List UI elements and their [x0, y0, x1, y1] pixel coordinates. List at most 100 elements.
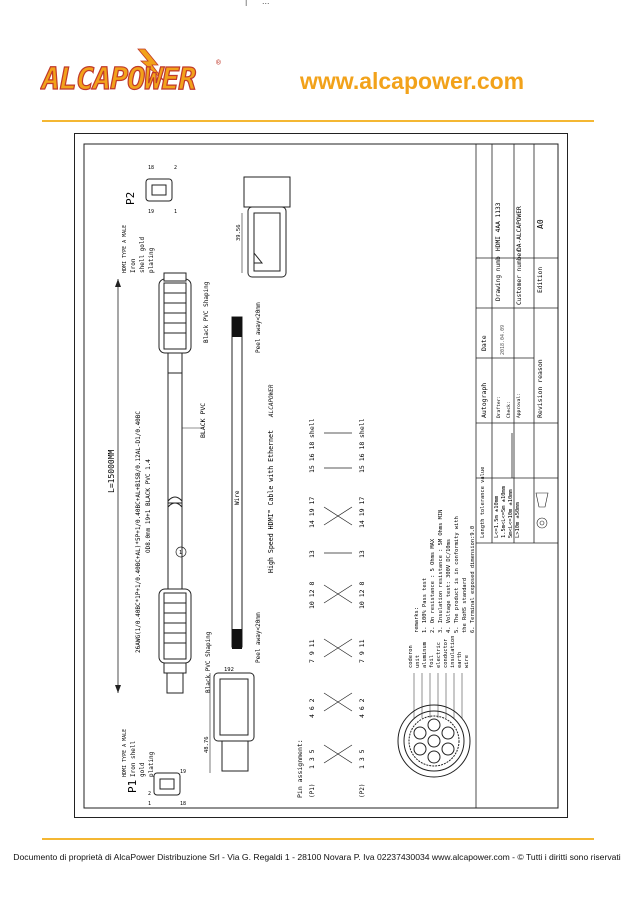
tolerance-title: Length tolerance value: [480, 467, 486, 538]
projection-cone-icon: [535, 492, 549, 508]
customer-number-value: DA-ALCAPOWER: [516, 206, 523, 251]
technical-drawing: L=15000MM 26AWG(1/0.40BC*1P+1/0.40BC+AL)…: [74, 133, 568, 818]
pin-row-p2: (P2): [359, 784, 366, 798]
date-value: 2018.04.09: [500, 325, 506, 355]
shell-label-1b: gold: [139, 762, 146, 777]
shell-label-2b: shell gold: [139, 236, 146, 273]
black-pvc-label: BLACK PVC: [199, 403, 207, 438]
svg-text:unit: unit: [415, 655, 421, 668]
p1-pin-19: 19: [180, 769, 186, 775]
p1-pin-1: 1: [148, 801, 151, 807]
cable-cross-section: coderon unit aluminum foil electric cond…: [397, 636, 471, 778]
date-label: Date: [480, 335, 488, 351]
svg-text:10 12 8: 10 12 8: [308, 582, 316, 609]
footer-rule: [42, 838, 594, 840]
svg-text:conductor: conductor: [443, 638, 449, 668]
logo-bolt: [137, 48, 165, 82]
p2-pin-1: 1: [174, 209, 177, 215]
wire-label: Wire: [234, 490, 241, 505]
shaping-label-1: Black PVC Shaping: [205, 631, 212, 693]
alcapower-logo: ALCAPOWER ®: [40, 48, 221, 98]
center-title: High Speed HDMI™ Cable with Ethernet: [267, 430, 275, 573]
callout-1: [175, 546, 187, 558]
svg-text:foil: foil: [429, 655, 435, 668]
drawing-number-value: HDMI 4AA 1133: [495, 202, 502, 251]
peel-label-1: Peel away<20mm: [255, 612, 262, 663]
svg-text:1. 100% Pass test: 1. 100% Pass test: [422, 578, 428, 633]
svg-text:5m<L<=10m ±10mm: 5m<L<=10m ±10mm: [508, 489, 514, 538]
svg-text:L>10m ±50mm: L>10m ±50mm: [515, 502, 521, 538]
p1-label: P1: [126, 780, 139, 793]
svg-text:7 9 11: 7 9 11: [308, 639, 316, 663]
edition-label: Edition: [537, 267, 544, 293]
svg-text:15 16 18: 15 16 18: [358, 442, 366, 473]
footer-text: Documento di proprietà di AlcaPower Dist…: [13, 852, 621, 862]
pin-row-p1: (P1): [309, 784, 316, 798]
svg-text:Drafter:: Drafter:: [496, 396, 502, 418]
svg-text:4 6 2: 4 6 2: [358, 698, 366, 718]
logo-registered: ®: [216, 58, 221, 67]
svg-text:13: 13: [358, 550, 366, 558]
svg-text:1 3 5: 1 3 5: [308, 749, 316, 769]
hdmi-male-label-2: HDMI TYPE A MALE: [122, 225, 128, 273]
p2-pin-2: 2: [174, 165, 177, 171]
svg-text:insulation: insulation: [450, 636, 456, 668]
svg-text:shell: shell: [358, 418, 366, 438]
dim-right: 39.56: [236, 224, 242, 241]
peel-label-2: Peel away<20mm: [255, 302, 262, 353]
dim-width: 48.76: [204, 736, 210, 753]
svg-text:5. The product is in conformit: 5. The product is in conformity with: [454, 516, 460, 633]
shell-label-1a: Iron shell: [130, 740, 137, 777]
logo-text: ALCAPOWER: [40, 62, 196, 97]
customer-number-label: Customer number: [516, 249, 523, 305]
svg-text:2. On resistance : 5 Ohms MAX: 2. On resistance : 5 Ohms MAX: [430, 538, 436, 633]
svg-text:coderon: coderon: [408, 645, 414, 668]
svg-text:aluminum: aluminum: [422, 642, 428, 668]
projection-circle-icon: [536, 517, 548, 529]
p1-pin-2: 2: [148, 791, 151, 797]
svg-text:10 12 8: 10 12 8: [358, 582, 366, 609]
p1-pin-18: 18: [180, 801, 186, 807]
svg-text:14 19 17: 14 19 17: [358, 497, 366, 528]
svg-text:6. Terminal exposed dimension:: 6. Terminal exposed dimension:9.0: [470, 526, 476, 633]
svg-text:1.5m<L<=5m ±10mm: 1.5m<L<=5m ±10mm: [501, 486, 507, 538]
website-link[interactable]: www.alcapower.com: [300, 68, 525, 94]
shell-label-1c: plating: [148, 751, 155, 777]
shell-label-2c: plating: [148, 247, 155, 273]
svg-text:shell: shell: [308, 418, 316, 438]
remarks-block: remarks: 1. 100% Pass test 2. On resista…: [414, 510, 476, 633]
svg-text:7 9 11: 7 9 11: [358, 639, 366, 663]
svg-text:1 3 5: 1 3 5: [358, 749, 366, 769]
svg-text:Check:: Check:: [506, 401, 512, 418]
hdmi-male-label-1: HDMI TYPE A MALE: [122, 729, 128, 777]
length-label: L=15000MM: [107, 449, 116, 493]
top-strip-left: |: [245, 0, 248, 6]
pin-assignment-rows: 1 3 5 4 6 2 7 9 11 10 12 8 13 14 19 17 1…: [308, 418, 366, 769]
svg-text:L<=1.5m ±10mm: L<=1.5m ±10mm: [494, 496, 500, 538]
mini-logo-text: ALCAPOWER: [268, 384, 275, 418]
spec-line-2: OD8.0mm 19+1 BLACK PVC 1.4: [145, 459, 152, 553]
svg-text:4 6 2: 4 6 2: [308, 698, 316, 718]
autograph-label: Autograph: [480, 383, 488, 418]
svg-text:the RoHS standard: the RoHS standard: [462, 578, 468, 633]
dim-end: 192: [224, 667, 234, 673]
shaping-label-2: Black PVC Shaping: [203, 281, 210, 343]
svg-text:3. Insulation resistance : 5M: 3. Insulation resistance : 5M Ohms MIN: [438, 510, 444, 633]
revision-reason: Revision reason: [536, 359, 544, 418]
svg-text:remarks:: remarks:: [414, 607, 420, 633]
svg-text:15 16 18: 15 16 18: [308, 442, 316, 473]
top-strip: | ...: [0, 0, 634, 12]
svg-text:wire: wire: [464, 655, 470, 668]
p2-pin-19: 19: [148, 209, 154, 215]
svg-text:1: 1: [179, 550, 182, 556]
svg-text:electric: electric: [436, 642, 442, 668]
edition-value: A0: [536, 219, 545, 229]
title-block: [475, 143, 559, 809]
shell-label-2a: Iron: [130, 258, 137, 273]
svg-text:13: 13: [308, 550, 316, 558]
drawing-number-label: Drawing numb: [495, 256, 502, 301]
p2-pin-18: 18: [148, 165, 154, 171]
pin-title: Pin assignment:: [296, 739, 304, 798]
spec-line-1: 26AWG(1/0.40BC*1P+1/0.40BC+AL)*5P+1/0.40…: [135, 411, 142, 653]
svg-text:4. Voltage test: 300V DC/10ms: 4. Voltage test: 300V DC/10ms: [446, 539, 452, 633]
